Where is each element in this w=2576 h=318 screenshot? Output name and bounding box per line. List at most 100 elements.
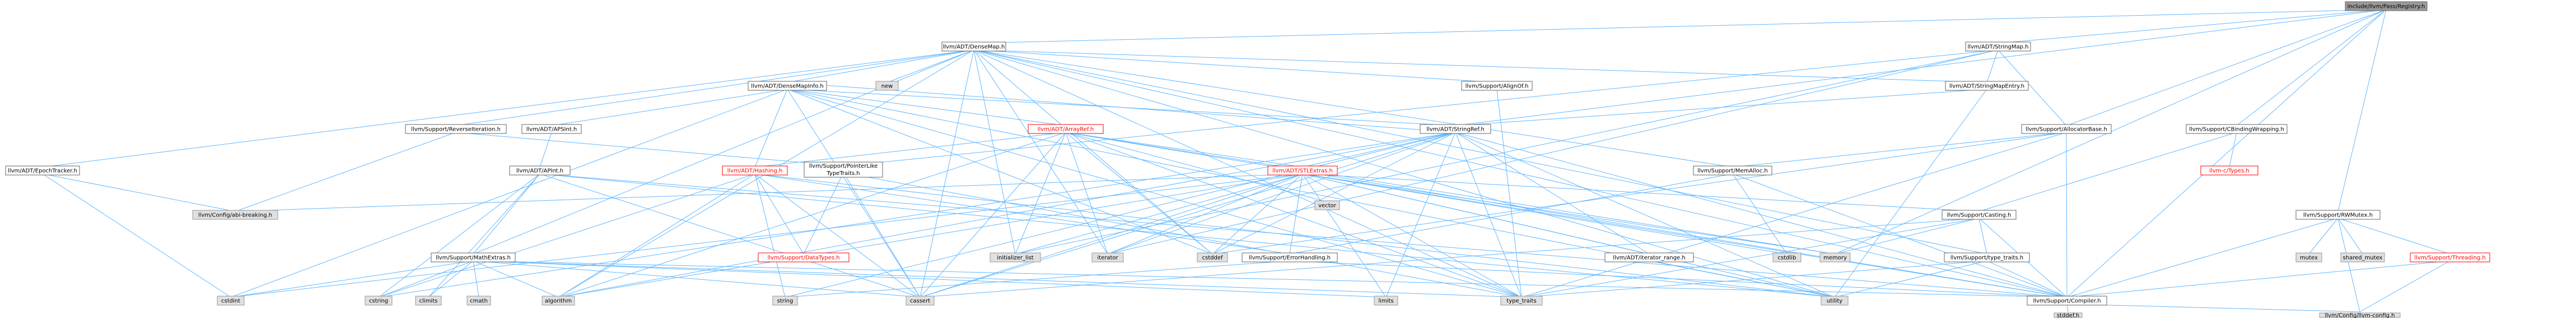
node-stddef[interactable]: stddef.h xyxy=(2054,312,2083,318)
node-label-mathextras: llvm/Support/MathExtras.h xyxy=(436,255,511,261)
edge-densemap-to-alignof xyxy=(973,49,1497,83)
edge-threading-to-llvmconfig xyxy=(2359,260,2451,312)
node-cstddef[interactable]: cstddef xyxy=(1197,252,1228,262)
node-label-limits: limits xyxy=(1378,298,1393,305)
node-iterator[interactable]: iterator xyxy=(1091,252,1124,262)
node-reverseiter[interactable]: llvm/Support/ReverseIteration.h xyxy=(405,124,507,134)
node-abibreaking[interactable]: llvm/Config/abi-breaking.h xyxy=(192,210,278,220)
edge-densemapinfo-to-cassert xyxy=(787,89,921,298)
edge-densemap-to-initlist xyxy=(973,49,1016,255)
edge-densemap-to-typetraits_h xyxy=(973,49,1987,255)
node-cstdint[interactable]: cstdint xyxy=(217,296,245,306)
node-stlextras[interactable]: llvm/ADT/STLExtras.h xyxy=(1267,165,1338,176)
node-pointerlike_l2[interactable]: TypeTraits.h xyxy=(826,170,860,177)
node-label-llvmctypes: llvm-c/Types.h xyxy=(2209,168,2249,174)
node-string[interactable]: string xyxy=(772,296,798,306)
edge-hashing-to-string xyxy=(754,173,786,298)
node-threading[interactable]: llvm/Support/Threading.h xyxy=(2410,252,2490,262)
edge-stringmapentry-to-utility xyxy=(1834,89,1987,298)
edge-apint-to-utility xyxy=(539,173,1835,298)
node-pointerlike_l1[interactable]: llvm/Support/PointerLike xyxy=(804,162,883,178)
node-hashing[interactable]: llvm/ADT/Hashing.h xyxy=(722,165,788,176)
node-datatypes[interactable]: llvm/Support/DataTypes.h xyxy=(758,252,850,262)
node-mutex[interactable]: mutex xyxy=(2295,252,2322,262)
edge-allocbase-to-cstddef xyxy=(1212,132,2067,255)
edge-stringref-to-cstddef xyxy=(1212,132,1456,255)
node-label-casting: llvm/Support/Casting.h xyxy=(1947,213,2012,219)
edge-arrayref-to-hashing xyxy=(754,132,1066,168)
node-memory[interactable]: memory xyxy=(1819,252,1851,262)
node-label-reverseiter: llvm/Support/ReverseIteration.h xyxy=(411,127,501,133)
node-rwmutex[interactable]: llvm/Support/RWMutex.h xyxy=(2295,210,2381,220)
node-casting[interactable]: llvm/Support/Casting.h xyxy=(1942,210,2017,220)
edge-densemapinfo-to-utility xyxy=(787,89,1835,298)
edge-densemapinfo-to-cstdint xyxy=(230,89,788,298)
node-utility[interactable]: utility xyxy=(1821,296,1849,306)
edge-casting-to-cassert xyxy=(920,218,1980,298)
edge-stringref-to-stlextras xyxy=(1302,132,1456,168)
edge-densemap-to-stringmapentry xyxy=(973,49,1987,83)
node-arrayref[interactable]: llvm/ADT/ArrayRef.h xyxy=(1028,124,1104,134)
node-label-vector: vector xyxy=(1318,203,1337,209)
node-new[interactable]: new xyxy=(875,81,899,91)
edge-root-to-stringmap xyxy=(1998,9,2387,44)
node-alignof[interactable]: llvm/Support/AlignOf.h xyxy=(1461,81,1533,91)
node-label-cstdint: cstdint xyxy=(221,298,240,305)
node-label-mutex: mutex xyxy=(2300,255,2318,261)
node-vector[interactable]: vector xyxy=(1314,200,1340,210)
node-climits[interactable]: climits xyxy=(415,296,442,306)
edge-memalloc-to-compiler xyxy=(1732,173,2068,298)
node-apint[interactable]: llvm/ADT/APInt.h xyxy=(509,165,571,176)
node-llvmctypes[interactable]: llvm-c/Types.h xyxy=(2200,165,2258,176)
node-stringmapentry[interactable]: llvm/ADT/StringMapEntry.h xyxy=(1945,81,2029,91)
node-mathextras[interactable]: llvm/Support/MathExtras.h xyxy=(431,252,516,262)
edge-pointerlike_l1-to-type_traits xyxy=(843,172,1522,298)
node-label-errorhandling: llvm/Support/ErrorHandling.h xyxy=(1249,255,1331,261)
node-cmath[interactable]: cmath xyxy=(466,296,491,306)
node-errorhandling[interactable]: llvm/Support/ErrorHandling.h xyxy=(1242,252,1338,262)
node-cstring[interactable]: cstring xyxy=(365,296,393,306)
node-limits[interactable]: limits xyxy=(1374,296,1398,306)
node-label-llvmconfig: llvm/Config/llvm-config.h xyxy=(2325,313,2395,318)
node-stringref[interactable]: llvm/ADT/StringRef.h xyxy=(1420,124,1491,134)
node-cstdlib[interactable]: cstdlib xyxy=(1772,252,1802,262)
node-cassert[interactable]: cassert xyxy=(906,296,935,306)
edge-stlextras-to-algorithm xyxy=(558,173,1303,298)
node-box-densemapinfo xyxy=(748,81,827,91)
edge-stlextras-to-limits xyxy=(1302,173,1387,298)
node-sharedmutex[interactable]: shared_mutex xyxy=(2340,252,2385,262)
node-initlist[interactable]: initializer_list xyxy=(990,252,1041,262)
node-iterrange[interactable]: llvm/ADT/iterator_range.h xyxy=(1604,252,1694,262)
node-root[interactable]: include/llvm/Pass/Registry.h xyxy=(2345,1,2428,11)
node-box-root xyxy=(2345,1,2428,11)
node-stringmap[interactable]: llvm/ADT/StringMap.h xyxy=(1965,42,2031,52)
node-box-apsint xyxy=(521,124,582,134)
edge-arrayref-to-cstddef xyxy=(1065,132,1213,255)
node-label-algorithm: algorithm xyxy=(545,298,572,305)
edge-rwmutex-to-mutex xyxy=(2308,218,2339,255)
node-label-pointerlike_l2: TypeTraits.h xyxy=(826,170,860,177)
edge-cbinding-to-casting xyxy=(1978,132,2237,212)
node-type_traits[interactable]: type_traits xyxy=(1500,296,1543,306)
edge-densemapinfo-to-apsint xyxy=(551,89,788,126)
node-cbinding[interactable]: llvm/Support/CBindingWrapping.h xyxy=(2186,124,2288,134)
node-epoch[interactable]: llvm/ADT/EpochTracker.h xyxy=(5,165,80,176)
node-apsint[interactable]: llvm/ADT/APSInt.h xyxy=(521,124,582,134)
edge-rwmutex-to-compiler xyxy=(2066,218,2339,298)
node-label-initlist: initializer_list xyxy=(997,255,1034,261)
edge-mathextras-to-type_traits xyxy=(473,260,1522,298)
edge-reverseiter-to-pointerlike_l1 xyxy=(455,132,844,167)
node-memalloc[interactable]: llvm/Support/MemAlloc.h xyxy=(1693,165,1772,176)
node-allocbase[interactable]: llvm/Support/AllocatorBase.h xyxy=(2021,124,2112,134)
node-densemapinfo[interactable]: llvm/ADT/DenseMapInfo.h xyxy=(748,81,827,91)
node-box-datatypes xyxy=(758,252,850,262)
edge-mathextras-to-algorithm xyxy=(473,260,559,298)
node-algorithm[interactable]: algorithm xyxy=(542,296,575,306)
node-densemap[interactable]: llvm/ADT/DenseMap.h xyxy=(941,42,1006,52)
node-compiler[interactable]: llvm/Support/Compiler.h xyxy=(2027,296,2107,306)
edge-stlextras-to-cassert xyxy=(920,173,1303,298)
node-llvmconfig[interactable]: llvm/Config/llvm-config.h xyxy=(2319,312,2401,318)
edge-stringmap-to-allocbase xyxy=(1998,49,2067,126)
edge-stlextras-to-type_traits xyxy=(1302,173,1522,298)
node-typetraits_h[interactable]: llvm/Support/type_traits.h xyxy=(1944,252,2030,262)
